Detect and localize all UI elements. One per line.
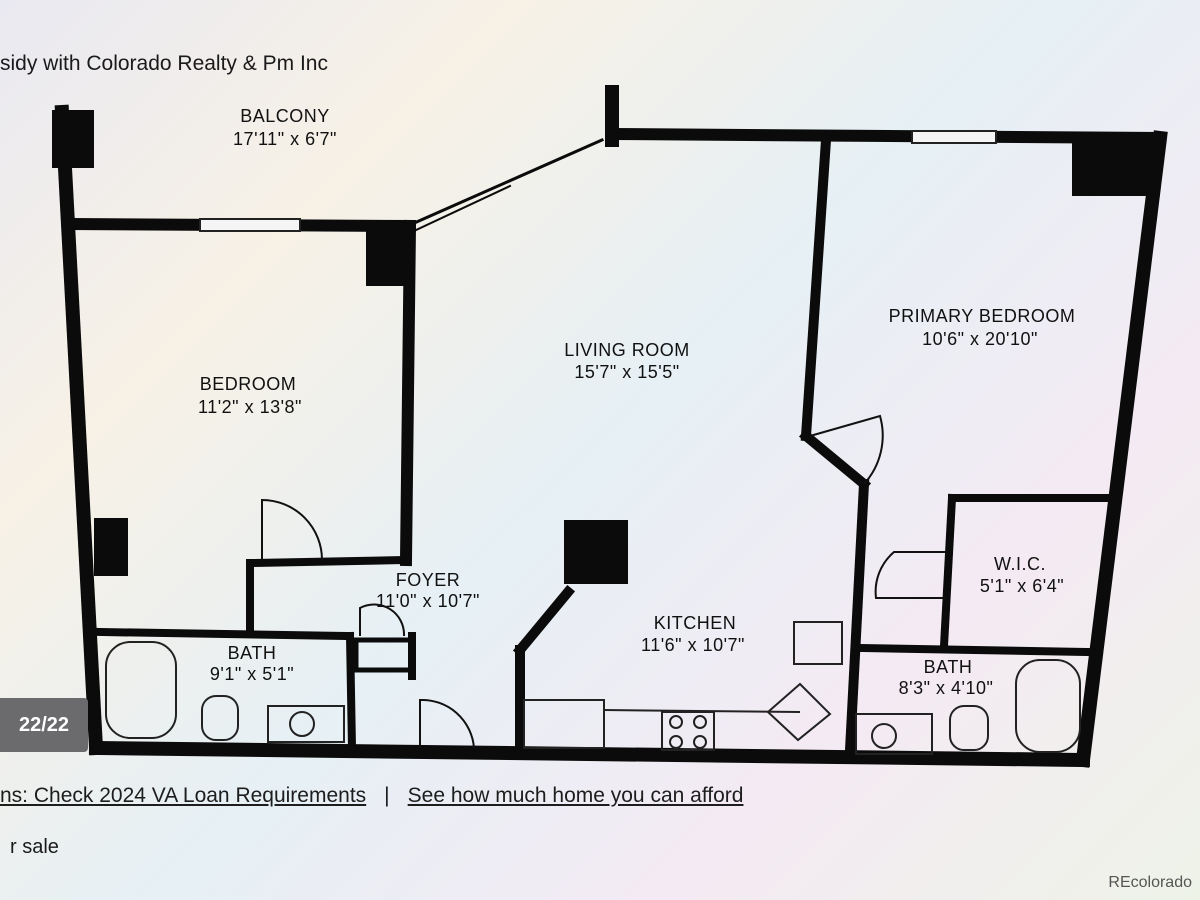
link-row: ns: Check 2024 VA Loan Requirements | See … bbox=[0, 784, 743, 808]
room-bath-2-dims: 8'3" x 4'10" bbox=[899, 678, 994, 698]
room-balcony-name: BALCONY bbox=[240, 106, 330, 126]
room-foyer-dims: 11'0" x 10'7" bbox=[376, 591, 480, 611]
for-sale-label: r sale bbox=[10, 836, 59, 858]
room-bath-2-name: BATH bbox=[924, 657, 973, 677]
room-wic-dims: 5'1" x 6'4" bbox=[980, 576, 1064, 596]
photo-counter-badge: 22/22 bbox=[0, 698, 88, 752]
room-kitchen-name: KITCHEN bbox=[654, 613, 737, 633]
room-living-dims: 15'7" x 15'5" bbox=[574, 362, 679, 382]
room-wic-name: W.I.C. bbox=[994, 554, 1046, 574]
room-bath-1-dims: 9'1" x 5'1" bbox=[210, 664, 294, 684]
room-bath-1-name: BATH bbox=[228, 643, 277, 663]
room-bedroom-name: BEDROOM bbox=[200, 374, 297, 394]
va-loan-link[interactable]: ns: Check 2024 VA Loan Requirements bbox=[0, 784, 367, 807]
room-living-name: LIVING ROOM bbox=[564, 340, 690, 360]
floorplan-walls bbox=[54, 85, 1168, 768]
listing-agent-text: sidy with Colorado Realty & Pm Inc bbox=[0, 52, 328, 75]
afford-link[interactable]: See how much home you can afford bbox=[407, 784, 744, 807]
room-primary-name: PRIMARY BEDROOM bbox=[889, 306, 1076, 326]
room-kitchen-dims: 11'6" x 10'7" bbox=[641, 635, 745, 655]
link-separator: | bbox=[384, 784, 390, 807]
floorplan-columns bbox=[52, 110, 1160, 584]
source-watermark: REcolorado bbox=[1108, 874, 1192, 891]
floorplan-windows bbox=[199, 130, 997, 232]
floorplan-fixtures bbox=[105, 621, 1081, 755]
room-foyer-name: FOYER bbox=[396, 570, 461, 590]
room-bedroom-dims: 11'2" x 13'8" bbox=[198, 397, 302, 417]
floorplan-doors bbox=[261, 414, 946, 749]
room-balcony-dims: 17'11" x 6'7" bbox=[233, 129, 337, 149]
room-primary-dims: 10'6" x 20'10" bbox=[922, 329, 1038, 349]
